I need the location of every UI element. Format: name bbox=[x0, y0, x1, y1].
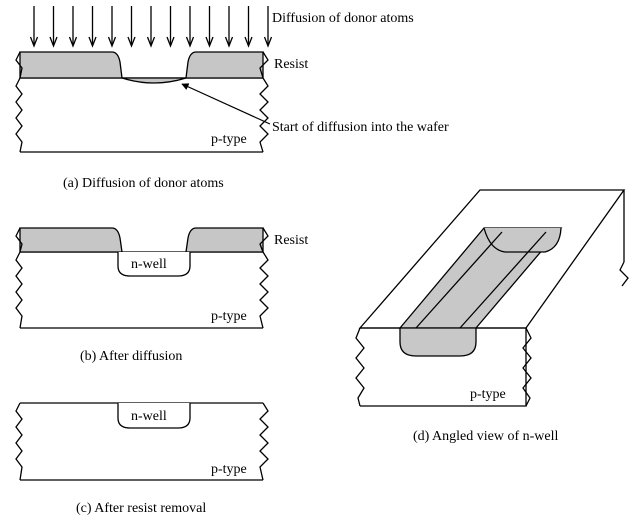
donor-arrow-head bbox=[68, 36, 78, 48]
start-diffusion-label: Start of diffusion into the wafer bbox=[272, 120, 449, 135]
caption-b: (b) After diffusion bbox=[80, 349, 182, 364]
donor-arrow-head bbox=[244, 36, 253, 48]
wafer-right-jagged-c bbox=[259, 402, 269, 481]
wafer-left-jagged-c bbox=[15, 402, 23, 481]
n-well-b bbox=[117, 252, 191, 277]
n-well-floor-line-2 bbox=[459, 231, 547, 329]
initial-diffusion-region bbox=[121, 77, 187, 84]
donor-arrow-head bbox=[49, 36, 58, 48]
panel-c: n-well p-type (c) After resist removal bbox=[15, 402, 269, 516]
resist-right-jagged-b bbox=[259, 227, 269, 253]
resist-left-jagged-b bbox=[15, 227, 23, 253]
wafer-left-jagged-d bbox=[355, 327, 365, 407]
donor-diffusion-label: Diffusion of donor atoms bbox=[272, 11, 414, 26]
resist-left-a bbox=[19, 51, 123, 79]
resist-left-jagged-a bbox=[15, 51, 23, 79]
donor-arrows bbox=[29, 6, 273, 48]
panel-d: p-type (d) Angled view of n-well bbox=[355, 189, 629, 444]
caption-a: (a) Diffusion of donor atoms bbox=[63, 176, 224, 191]
n-well-label-c: n-well bbox=[131, 409, 167, 424]
p-type-label-a: p-type bbox=[211, 132, 247, 147]
resist-label-a: Resist bbox=[274, 57, 308, 72]
resist-right-b bbox=[185, 227, 264, 253]
n-well-front-3d bbox=[399, 327, 477, 357]
wafer-right-jagged-b bbox=[259, 251, 269, 329]
caption-d: (d) Angled view of n-well bbox=[413, 429, 559, 444]
donor-arrow-head bbox=[29, 36, 39, 48]
caption-c: (c) After resist removal bbox=[76, 501, 206, 516]
p-type-label-d: p-type bbox=[470, 387, 506, 402]
wafer-right-jagged-d bbox=[522, 327, 532, 407]
p-type-label-c: p-type bbox=[211, 462, 247, 477]
n-well-c bbox=[117, 403, 191, 429]
wafer-left-jagged-a bbox=[15, 77, 23, 153]
resist-left-b bbox=[19, 227, 123, 253]
donor-arrow-head bbox=[166, 36, 175, 48]
wafer-left-jagged-b bbox=[15, 251, 23, 329]
p-type-label-b: p-type bbox=[211, 309, 247, 324]
resist-right-jagged-a bbox=[259, 51, 269, 79]
n-well-floor-line bbox=[415, 231, 503, 329]
n-well-label-b: n-well bbox=[131, 257, 167, 272]
donor-arrow-head bbox=[146, 36, 156, 48]
panel-a: Diffusion of donor atoms Resist Start of… bbox=[15, 6, 449, 191]
donor-arrow-head bbox=[185, 36, 195, 48]
wafer-side-edge-d bbox=[619, 261, 629, 287]
resist-label-b: Resist bbox=[274, 233, 308, 248]
panel-b: n-well Resist p-type (b) After diffusion bbox=[15, 227, 308, 364]
n-well-far-end-3d bbox=[483, 227, 562, 253]
resist-right-a bbox=[185, 51, 264, 79]
donor-arrow-head bbox=[224, 36, 234, 48]
wafer-right-jagged-a bbox=[259, 77, 269, 153]
donor-arrow-head bbox=[263, 36, 273, 48]
donor-arrow-head bbox=[88, 36, 97, 48]
donor-arrow-head bbox=[205, 36, 214, 48]
donor-arrow-head bbox=[127, 36, 136, 48]
donor-arrow-head bbox=[107, 36, 117, 48]
start-diffusion-pointer bbox=[181, 83, 271, 125]
